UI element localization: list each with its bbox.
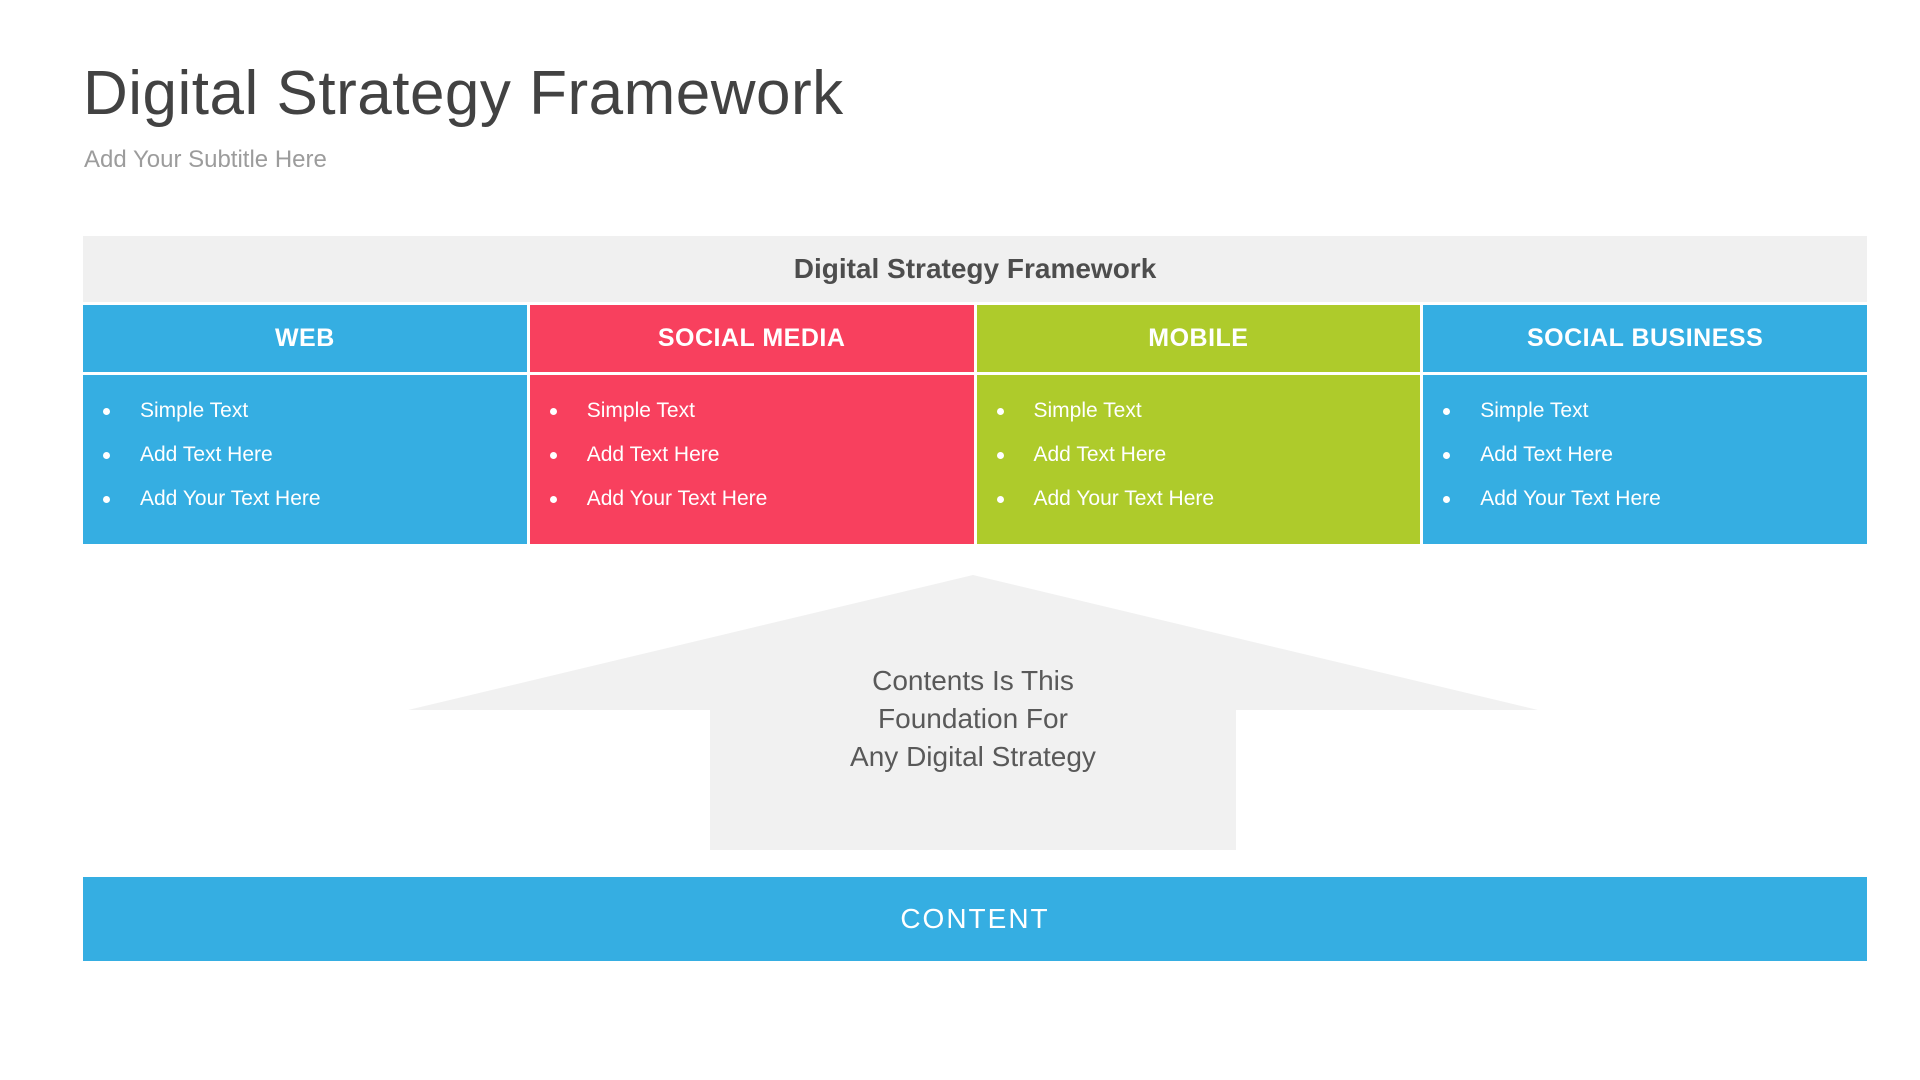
list-item: Add Your Text Here [996, 477, 1421, 521]
list-item: Simple Text [549, 389, 974, 433]
arrow-caption-line-3: Any Digital Strategy [850, 741, 1096, 772]
bullet-label: Simple Text [1480, 399, 1589, 422]
bullet-icon [996, 407, 1004, 415]
table-title: Digital Strategy Framework [793, 253, 1157, 284]
bullet-label: Add Your Text Here [1480, 487, 1661, 510]
table-header-row: WEB SOCIAL MEDIA MOBILE SOCIAL BUSINESS [83, 305, 1867, 372]
column-body-web: Simple Text Add Text Here Add Your Text … [83, 375, 527, 544]
column-body-mobile: Simple Text Add Text Here Add Your Text … [976, 375, 1421, 544]
list-item: Add Text Here [549, 433, 974, 477]
bullet-icon [996, 495, 1004, 503]
bullet-label: Add Your Text Here [586, 487, 768, 510]
column-header-web: WEB [83, 305, 527, 372]
page-subtitle: Add Your Subtitle Here [84, 146, 327, 173]
list-item: Add Text Here [996, 433, 1421, 477]
table-title-band: Digital Strategy Framework [83, 236, 1867, 302]
bullet-icon [549, 451, 557, 459]
up-arrow-icon [408, 575, 1538, 850]
arrow-caption: Contents Is This Foundation For Any Digi… [723, 662, 1223, 776]
bullet-icon [1443, 407, 1451, 415]
column-body-social-media: Simple Text Add Text Here Add Your Text … [529, 375, 974, 544]
bullet-label: Add Text Here [1033, 443, 1167, 466]
framework-table: Digital Strategy Framework WEB SOCIAL ME… [83, 236, 1867, 544]
bullet-label: Add Your Text Here [1033, 487, 1215, 510]
bullet-icon [103, 495, 110, 503]
arrow-caption-line-2: Foundation For [878, 703, 1068, 734]
bullet-label: Simple Text [586, 399, 695, 422]
up-arrow-polygon [408, 575, 1538, 850]
list-item: Add Your Text Here [549, 477, 974, 521]
bullet-icon [996, 451, 1004, 459]
list-item: Add Text Here [1443, 433, 1867, 477]
list-item: Add Your Text Here [1443, 477, 1867, 521]
column-body-social-business: Simple Text Add Text Here Add Your Text … [1423, 375, 1867, 544]
bullet-label: Simple Text [140, 399, 249, 422]
column-header-social-media: SOCIAL MEDIA [529, 305, 974, 372]
list-item: Simple Text [996, 389, 1421, 433]
list-item: Add Your Text Here [103, 477, 527, 521]
bullet-label: Add Text Here [586, 443, 720, 466]
page-title: Digital Strategy Framework [83, 59, 844, 128]
bullet-label: Add Text Here [1480, 443, 1613, 466]
bullet-icon [549, 495, 557, 503]
bullet-label: Add Your Text Here [140, 487, 321, 510]
bullet-label: Simple Text [1033, 399, 1142, 422]
list-item: Simple Text [1443, 389, 1867, 433]
bullet-icon [549, 407, 557, 415]
bullet-icon [1443, 495, 1451, 503]
content-bar-label: CONTENT [900, 903, 1050, 934]
arrow-caption-line-1: Contents Is This [872, 665, 1074, 696]
bullet-label: Add Text Here [140, 443, 273, 466]
column-header-social-business: SOCIAL BUSINESS [1423, 305, 1867, 372]
bullet-icon [103, 451, 110, 459]
list-item: Simple Text [103, 389, 527, 433]
column-header-mobile: MOBILE [976, 305, 1421, 372]
content-bar: CONTENT [83, 877, 1867, 961]
bullet-icon [1443, 451, 1451, 459]
bullet-icon [103, 407, 110, 415]
table-content-row: Simple Text Add Text Here Add Your Text … [83, 375, 1867, 544]
list-item: Add Text Here [103, 433, 527, 477]
